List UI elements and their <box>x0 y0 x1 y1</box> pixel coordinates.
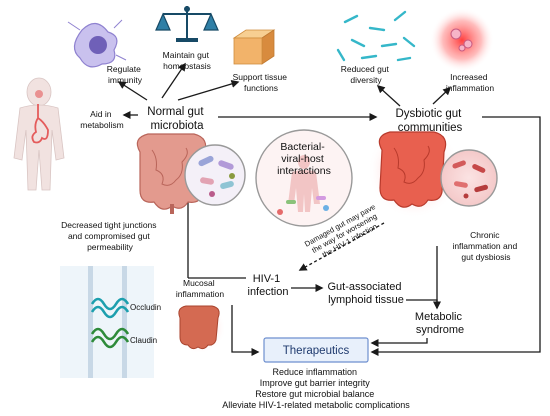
outcome-item: Reduce inflammation <box>272 367 357 377</box>
galt-label: Gut-associated lymphoid tissue <box>327 281 404 306</box>
normal-gut-label: Normal gut microbiota <box>147 106 206 132</box>
dysbiotic-gut-label: Dysbiotic gut communities <box>395 108 464 134</box>
healthy-microbiota-circle-icon <box>184 144 246 206</box>
inflamed-gut-icon <box>174 302 226 354</box>
arrow-to-increased-inflammation <box>432 86 452 105</box>
human-body-icon <box>13 77 65 191</box>
balance-scale-icon <box>155 6 219 42</box>
claudin-label: Claudin <box>130 336 157 345</box>
arrow-to-support-tissue <box>177 80 240 101</box>
arrow-to-regulate-immunity <box>117 81 148 101</box>
metabolic-syndrome-label: Metabolic syndrome <box>415 311 465 336</box>
reduced-diversity-label: Reduced gut diversity <box>341 64 392 85</box>
increased-inflammation-label: Increased inflammation <box>446 72 494 93</box>
arrow-galt-to-metabolic <box>406 299 438 308</box>
macrophage-icon <box>67 19 127 68</box>
outcome-item: Alleviate HIV-1-related metabolic compli… <box>222 400 410 410</box>
outcome-item: Improve gut barrier integrity <box>260 378 371 388</box>
dysbiotic-gut-icon <box>368 122 460 218</box>
inflammation-glow-icon <box>430 8 494 72</box>
maintain-homeostasis-label: Maintain gut homeostasis <box>163 50 212 71</box>
support-tissue-label: Support tissue functions <box>233 72 290 93</box>
host-interactions-label: Bacterial- viral-host interactions <box>277 141 331 177</box>
sparse-bacteria-icon <box>336 10 416 62</box>
tight-junctions-label: Decreased tight junctions and compromise… <box>61 220 159 252</box>
chronic-inflammation-label: Chronic inflammation and gut dysbiosis <box>452 230 519 262</box>
occludin-protein-icon <box>90 297 130 319</box>
claudin-protein-icon <box>90 327 130 349</box>
arrow-to-maintain-homeostasis <box>161 62 186 99</box>
arrow-dysbiotic-to-therapeutics <box>370 116 541 356</box>
arrow-to-reduced-diversity <box>376 84 401 107</box>
aid-metabolism-label: Aid in metabolism <box>80 109 123 130</box>
occludin-label: Occludin <box>130 303 161 312</box>
therapeutics-label: Therapeutics <box>283 345 350 357</box>
mucosal-inflammation-label: Mucosal inflammation <box>176 278 224 299</box>
hiv-infection-label: HIV-1 infection <box>248 273 289 298</box>
therapeutics-box <box>263 337 369 363</box>
host-interaction-circle <box>255 129 353 227</box>
connector-arrows <box>117 62 541 356</box>
tight-junction-diagram <box>60 266 154 378</box>
outcome-item: Restore gut microbial balance <box>255 389 374 399</box>
outcomes-list: Reduce inflammation Improve gut barrier … <box>222 367 410 410</box>
tissue-cube-icon <box>232 29 276 65</box>
arrow-metabolic-to-therapeutics <box>370 338 428 347</box>
arrow-mucosal-to-therapeutics <box>231 305 260 356</box>
regulate-immunity-label: Regulate immunity <box>107 64 143 85</box>
dysbiotic-microbiota-circle-icon <box>440 149 498 207</box>
